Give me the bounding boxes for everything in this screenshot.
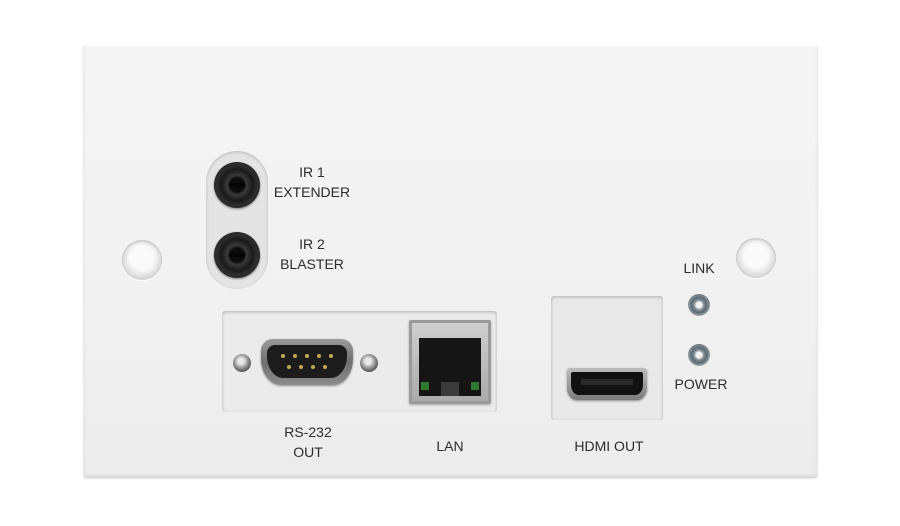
link-label: LINK bbox=[683, 260, 715, 276]
right-screw-hole-icon bbox=[736, 238, 776, 278]
power-label: POWER bbox=[674, 376, 728, 392]
ir1-label-line2: EXTENDER bbox=[273, 184, 351, 200]
ir1-jack-icon[interactable] bbox=[214, 162, 260, 208]
ir2-jack-icon[interactable] bbox=[214, 232, 260, 278]
ir2-label-line2: BLASTER bbox=[280, 256, 344, 272]
rs232-port-face bbox=[267, 345, 347, 378]
lan-label: LAN bbox=[436, 438, 464, 454]
lan-right-led-icon bbox=[471, 382, 479, 390]
db9-pin bbox=[281, 354, 285, 358]
wall-plate: IR 1 EXTENDER IR 2 BLASTER RS-232 OUT bbox=[84, 45, 817, 477]
db9-pin bbox=[305, 354, 309, 358]
hdmi-port-tongue bbox=[581, 379, 633, 385]
rs232-port-icon[interactable] bbox=[261, 339, 353, 385]
db9-pin bbox=[287, 365, 291, 369]
power-led-icon bbox=[688, 344, 710, 366]
rs232-label-line1: RS-232 bbox=[284, 424, 332, 440]
db9-pin bbox=[317, 354, 321, 358]
link-led-icon bbox=[688, 294, 710, 316]
hdmi-port-opening bbox=[571, 372, 643, 395]
lan-port-icon[interactable] bbox=[409, 320, 491, 404]
db9-pin bbox=[329, 354, 333, 358]
ir1-label-line1: IR 1 bbox=[299, 164, 325, 180]
db9-pin bbox=[293, 354, 297, 358]
rs232-label-line2: OUT bbox=[293, 444, 323, 460]
ir2-label: IR 2 BLASTER bbox=[270, 234, 354, 274]
ir2-label-line1: IR 2 bbox=[299, 236, 325, 252]
hdmi-out-label: HDMI OUT bbox=[574, 438, 644, 454]
rs232-label: RS-232 OUT bbox=[260, 422, 356, 462]
db9-pin bbox=[299, 365, 303, 369]
hdmi-recess bbox=[551, 296, 663, 420]
left-screw-hole-icon bbox=[122, 240, 162, 280]
ir1-jack-slot bbox=[229, 183, 245, 187]
ir2-jack-slot bbox=[229, 253, 245, 257]
db9-pin bbox=[311, 365, 315, 369]
hdmi-out-port-icon[interactable] bbox=[567, 368, 647, 400]
rs232-left-standoff-icon bbox=[233, 354, 251, 372]
lan-port-opening bbox=[419, 338, 481, 396]
db9-pin bbox=[323, 365, 327, 369]
lan-port-notch bbox=[441, 382, 459, 396]
lan-left-led-icon bbox=[421, 382, 429, 390]
rs232-right-standoff-icon bbox=[360, 354, 378, 372]
ir1-label: IR 1 EXTENDER bbox=[270, 162, 354, 202]
